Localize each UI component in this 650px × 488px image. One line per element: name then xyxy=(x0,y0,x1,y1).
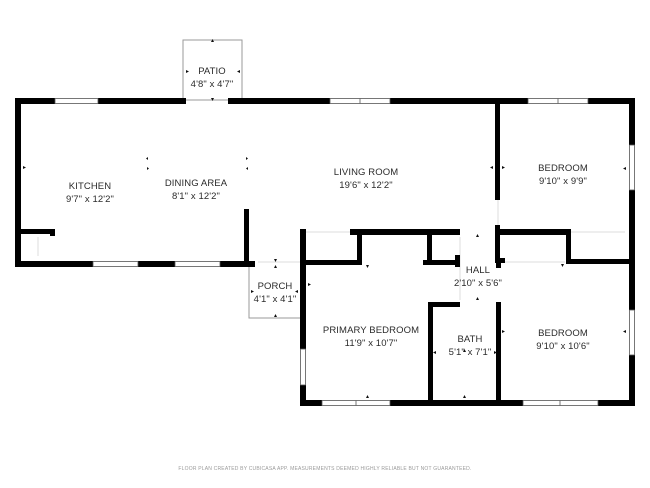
dimension-ticks xyxy=(23,39,626,398)
room-dimensions: 11'9" x 10'7" xyxy=(344,338,398,349)
room-name: DINING AREA xyxy=(164,178,228,189)
room-name: BEDROOM xyxy=(538,328,588,339)
porch-outline xyxy=(248,265,300,319)
room-hall: HALL 2'10" x 5'6" xyxy=(454,264,502,290)
room-name: PORCH xyxy=(257,281,293,292)
room-name: BEDROOM xyxy=(538,163,588,174)
room-porch: PORCH 4'1" x 4'1" xyxy=(254,280,297,306)
thin-lines xyxy=(37,190,625,300)
footer-disclaimer: FLOOR PLAN CREATED BY CUBICASA APP. MEAS… xyxy=(178,466,472,472)
room-dimensions: 5'1" x 7'1" xyxy=(448,347,492,358)
room-name: PATIO xyxy=(198,66,226,77)
room-dining-area: DINING AREA 8'1" x 12'2" xyxy=(165,177,227,203)
room-primary-bedroom: PRIMARY BEDROOM 11'9" x 10'7" xyxy=(323,324,419,350)
room-name: BATH xyxy=(457,334,483,345)
room-dimensions: 2'10" x 5'6" xyxy=(453,278,503,289)
room-dimensions: 9'10" x 10'6" xyxy=(536,341,590,352)
room-name: KITCHEN xyxy=(68,181,112,192)
room-bedroom-1: BEDROOM 9'10" x 9'9" xyxy=(538,162,588,188)
room-dimensions: 4'1" x 4'1" xyxy=(253,294,297,305)
room-dimensions: 19'6" x 12'2" xyxy=(339,180,393,191)
room-name: PRIMARY BEDROOM xyxy=(322,325,420,336)
walls xyxy=(15,98,635,406)
room-kitchen: KITCHEN 9'7" x 12'2" xyxy=(66,180,114,206)
room-living-room: LIVING ROOM 19'6" x 12'2" xyxy=(334,166,398,192)
room-dimensions: 8'1" x 12'2" xyxy=(171,191,221,202)
room-patio: PATIO 4'8" x 4'7" xyxy=(191,65,234,91)
room-name: HALL xyxy=(465,265,491,276)
room-dimensions: 9'10" x 9'9" xyxy=(538,176,588,187)
windows xyxy=(54,98,635,406)
room-dimensions: 9'7" x 12'2" xyxy=(65,194,115,205)
room-dimensions: 4'8" x 4'7" xyxy=(190,79,234,90)
room-bedroom-2: BEDROOM 9'10" x 10'6" xyxy=(536,327,589,353)
room-bath: BATH 5'1" x 7'1" xyxy=(449,333,492,359)
room-name: LIVING ROOM xyxy=(333,167,399,178)
